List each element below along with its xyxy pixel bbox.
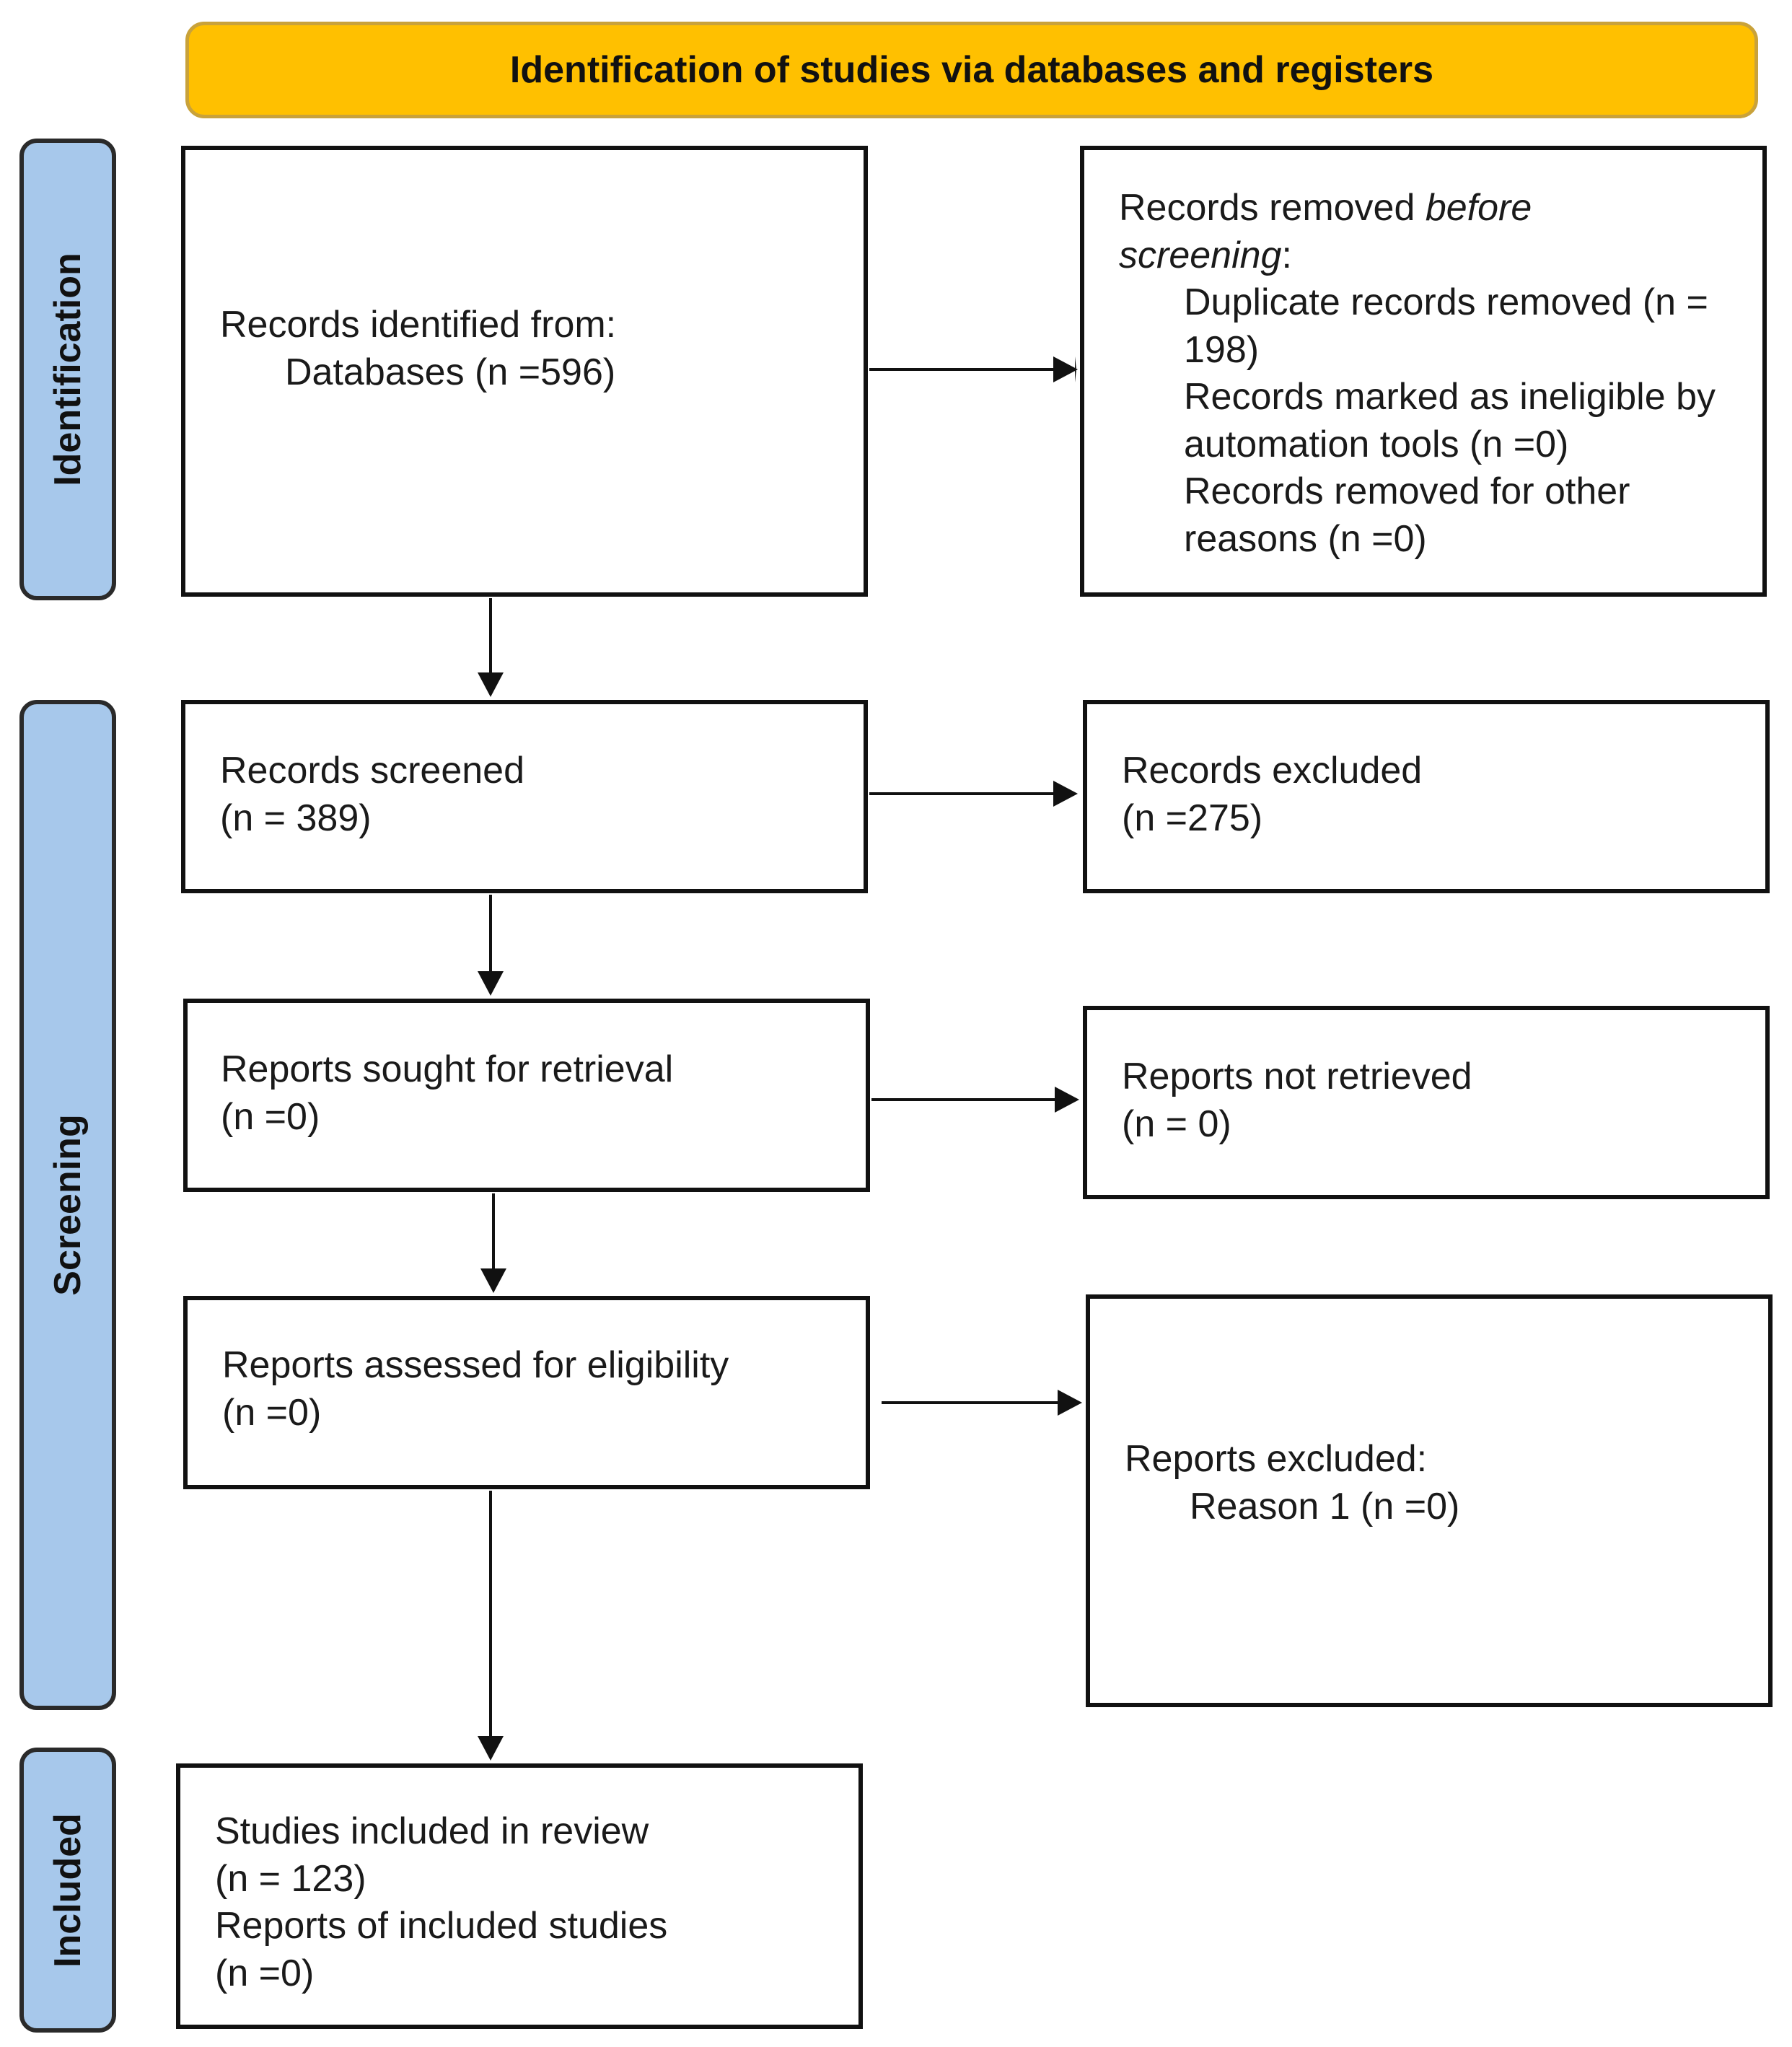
identification-header: Identification of studies via databases …: [185, 22, 1758, 118]
reports-excluded-title: Reports excluded:: [1125, 1438, 1428, 1480]
reports-sought-title: Reports sought for retrieval: [221, 1048, 674, 1090]
arrowhead-sought-to-assessed: [480, 1268, 506, 1293]
ineligible-records-removed: Records marked as ineligible by automati…: [1184, 376, 1716, 465]
reports-excluded-reason: Reason 1 (n =0): [1190, 1485, 1460, 1527]
studies-included-box: Studies included in review (n = 123) Rep…: [176, 1763, 863, 2029]
included-reports-count: (n =0): [215, 1952, 315, 1994]
reports-assessed-title: Reports assessed for eligibility: [222, 1344, 729, 1386]
records-identified-title: Records identified from:: [220, 304, 617, 346]
records-excluded-box: Records excluded (n =275): [1083, 700, 1770, 893]
arrowhead-screened-to-sought: [478, 971, 504, 996]
phase-included: Included: [19, 1748, 116, 2033]
studies-included-title: Studies included in review: [215, 1810, 649, 1852]
phase-screening: Screening: [19, 700, 116, 1710]
records-identified-databases: Databases (n =596): [285, 351, 616, 393]
arrowhead-identified-to-removed: [1053, 356, 1078, 382]
arrowhead-assessed-to-included: [478, 1736, 504, 1761]
reports-not-retrieved-box: Reports not retrieved (n = 0): [1083, 1006, 1770, 1199]
records-screened-count: (n = 389): [220, 797, 372, 839]
records-excluded-count: (n =275): [1122, 797, 1263, 839]
included-reports-title: Reports of included studies: [215, 1905, 668, 1947]
reports-sought-box: Reports sought for retrieval (n =0): [183, 999, 870, 1192]
arrowhead-assessed-to-excluded: [1058, 1390, 1082, 1416]
reports-assessed-box: Reports assessed for eligibility (n =0): [183, 1296, 870, 1489]
phase-identification: Identification: [19, 139, 116, 600]
header-title: Identification of studies via databases …: [509, 49, 1434, 91]
arrowhead-sought-to-not-retrieved: [1055, 1087, 1079, 1113]
duplicate-records-removed: Duplicate records removed (n = 198): [1184, 281, 1708, 371]
reports-not-retrieved-count: (n = 0): [1122, 1103, 1231, 1145]
other-records-removed: Records removed for other reasons (n =0): [1184, 470, 1630, 560]
reports-assessed-count: (n =0): [222, 1391, 322, 1434]
studies-included-count: (n = 123): [215, 1857, 366, 1900]
records-screened-title: Records screened: [220, 750, 524, 792]
arrowhead-identified-to-screened: [478, 672, 504, 697]
records-identified-box: Records identified from: Databases (n =5…: [181, 146, 868, 597]
records-screened-box: Records screened (n = 389): [181, 700, 868, 893]
reports-not-retrieved-title: Reports not retrieved: [1122, 1056, 1472, 1097]
reports-excluded-box: Reports excluded: Reason 1 (n =0): [1086, 1294, 1773, 1707]
reports-sought-count: (n =0): [221, 1095, 320, 1138]
arrowhead-screened-to-excluded: [1053, 781, 1078, 807]
records-excluded-title: Records excluded: [1122, 750, 1423, 792]
